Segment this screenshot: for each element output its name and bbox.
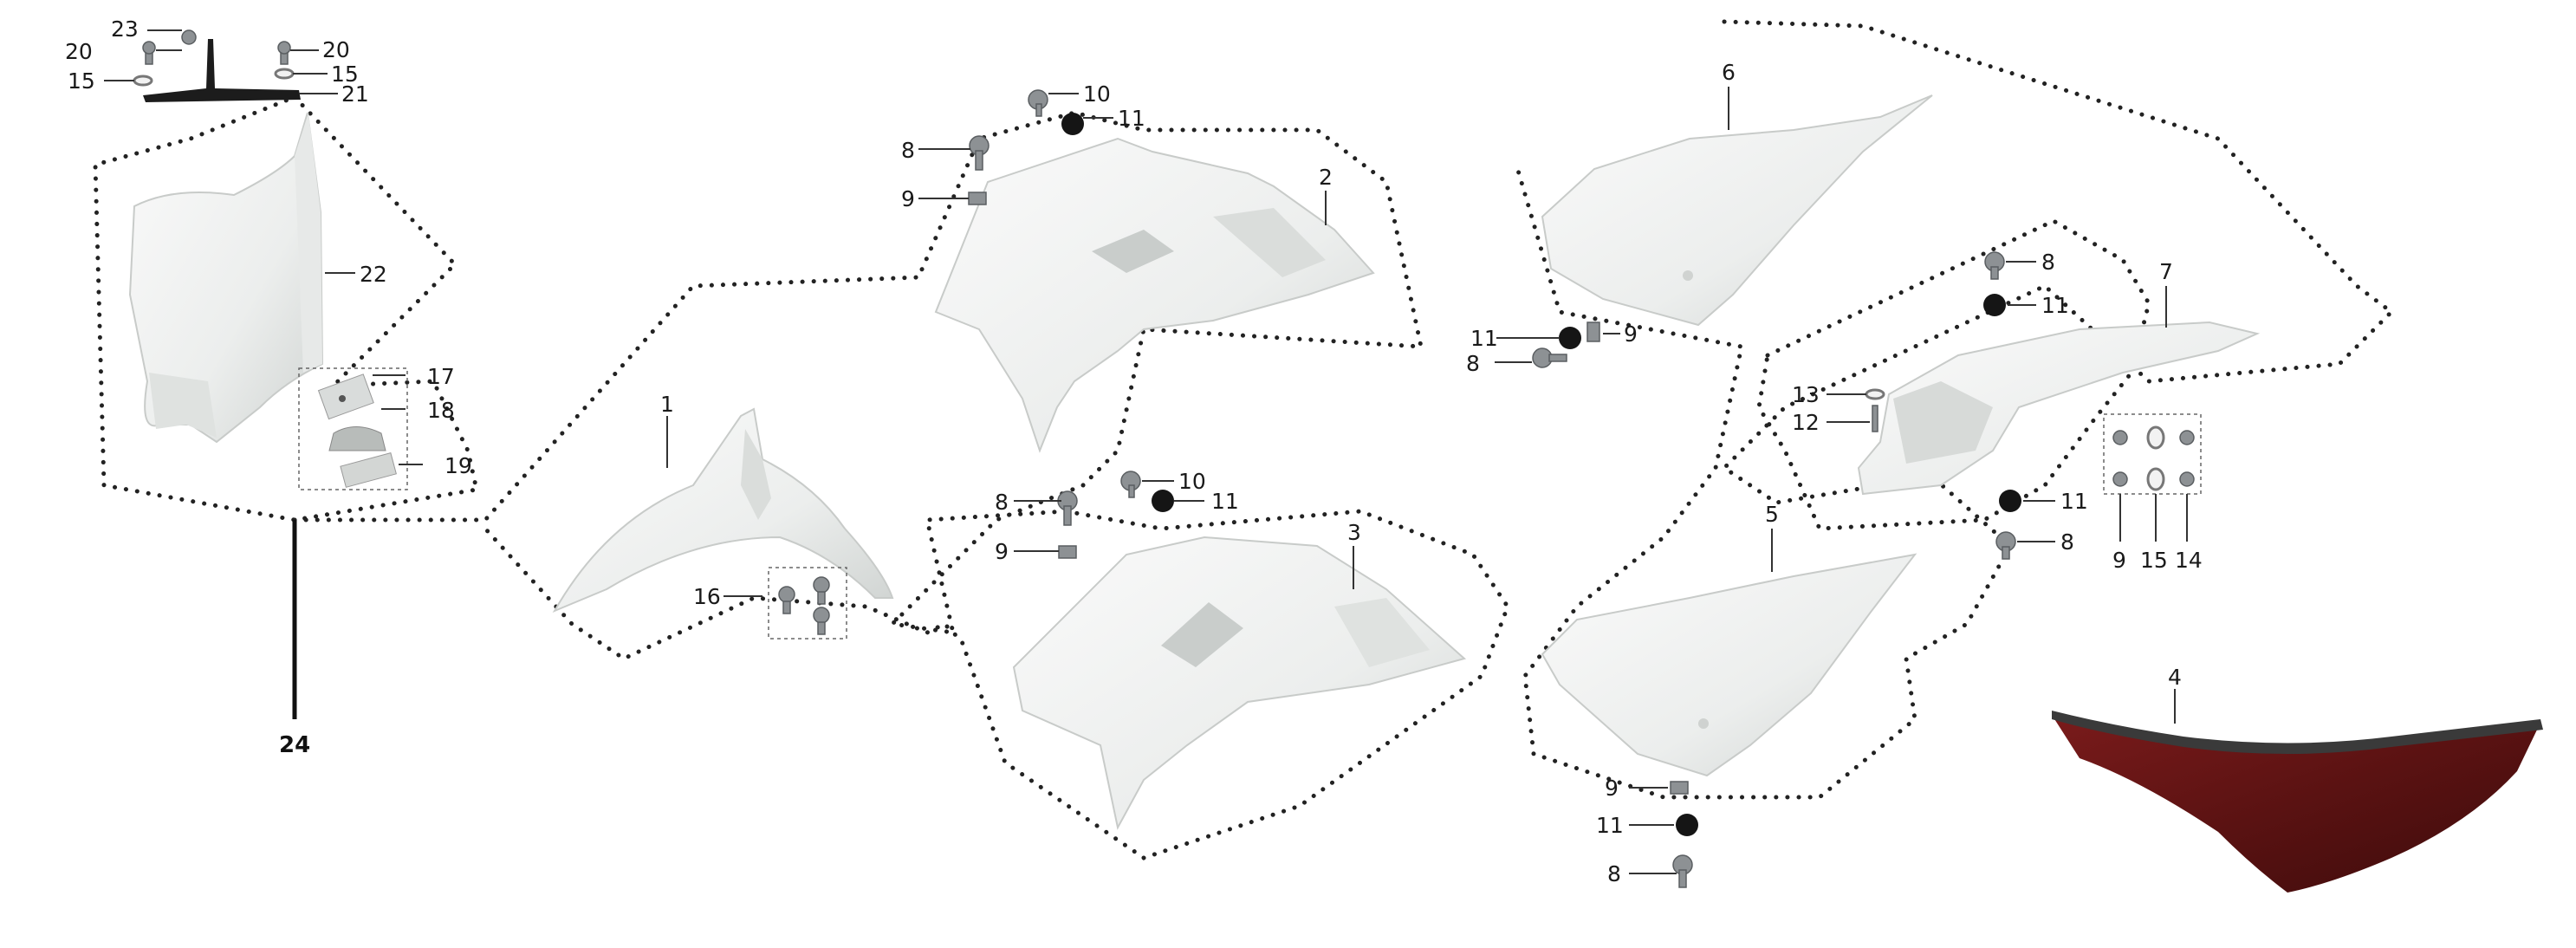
callout-9-rear-kit: 9 (2112, 548, 2126, 573)
group-outline-rear-fender (1756, 218, 2151, 531)
front-fender (552, 407, 894, 614)
callout-4: 4 (2168, 665, 2182, 690)
callout-labels: 23 20 20 15 15 21 22 17 18 19 24 1 16 10… (65, 16, 2203, 886)
washer-11-a (1061, 113, 1084, 135)
callout-8-upper: 8 (901, 138, 915, 163)
washer-11-b (1152, 490, 1174, 512)
plate-clamp-kit (298, 367, 408, 490)
group-outline-front-plate (93, 94, 480, 523)
callout-10-lower: 10 (1178, 469, 1206, 494)
callout-24: 24 (279, 732, 310, 758)
callout-21: 21 (341, 81, 369, 107)
callout-11-upper: 11 (1118, 106, 1145, 131)
callout-8-side-lower: 8 (1607, 861, 1621, 886)
washer-11-c (1559, 327, 1581, 349)
callout-16: 16 (693, 584, 721, 609)
callout-5: 5 (1765, 502, 1779, 527)
leader-lines (104, 29, 2188, 874)
callout-18: 18 (427, 398, 455, 423)
side-panel-upper (1541, 94, 1933, 327)
bolt-20-right (277, 41, 291, 65)
bolt-10-a (1028, 89, 1048, 117)
nut-9-a (968, 192, 987, 205)
washer-15-right (274, 68, 295, 80)
washer-15-left (133, 75, 153, 87)
side-panel-lower (1541, 553, 1917, 777)
callout-3: 3 (1347, 520, 1361, 545)
callout-11-rear-top: 11 (2041, 293, 2069, 318)
callout-10-upper: 10 (1083, 81, 1111, 107)
callout-15-rear-kit: 15 (2140, 548, 2168, 573)
nut-9-b (1058, 545, 1077, 559)
bolt-8-d (1672, 854, 1693, 888)
callout-2: 2 (1319, 165, 1333, 190)
callout-8-lower: 8 (995, 490, 1009, 515)
nut-9-d (1670, 781, 1689, 795)
callout-19: 19 (444, 453, 472, 478)
bolt-8-b (1057, 490, 1078, 526)
lower-shroud (1012, 536, 1467, 830)
washer-11-f (1999, 490, 2021, 512)
bolt-8-e (1984, 251, 2005, 280)
bolt-12 (1872, 405, 1878, 432)
hardware-side-panel-lower (1670, 781, 1698, 888)
callout-17: 17 (427, 364, 455, 389)
callout-11-rear-bottom: 11 (2060, 489, 2088, 514)
bolt-23 (181, 29, 197, 45)
callout-9-side-lower: 9 (1605, 776, 1619, 801)
callout-20-right: 20 (322, 37, 350, 62)
callout-9-lower: 9 (995, 539, 1009, 564)
callout-14: 14 (2175, 548, 2203, 573)
callout-9-upper: 9 (901, 186, 915, 211)
hardware-side-panel-upper (1532, 321, 1600, 368)
clamp-18 (328, 426, 386, 451)
callout-8-rear-top: 8 (2041, 250, 2055, 275)
nut-9-c (1586, 321, 1600, 342)
callout-20-left: 20 (65, 39, 93, 64)
bolt-8-a (969, 135, 990, 171)
callout-15-left: 15 (68, 68, 95, 94)
callout-13: 13 (1792, 382, 1820, 407)
bolt-8-c (1532, 347, 1567, 368)
callout-8-side-upper: 8 (1466, 351, 1480, 376)
hardware-rear-fender (1865, 251, 2202, 560)
callout-11-side-upper: 11 (1470, 326, 1498, 351)
seat (2052, 711, 2543, 893)
clamp-17 (317, 373, 374, 420)
callout-12: 12 (1792, 410, 1820, 435)
callout-7: 7 (2159, 259, 2173, 284)
washer-13 (1865, 388, 1885, 400)
nut-kit-9-15-14 (2112, 425, 2195, 491)
callout-6: 6 (1722, 60, 1736, 85)
clamp-19 (340, 452, 397, 488)
fender-bolt-kit-16 (768, 567, 847, 640)
callout-23: 23 (111, 16, 139, 42)
callout-11-lower: 11 (1211, 489, 1239, 514)
bolt-10-b (1120, 471, 1141, 498)
rear-fender (1857, 321, 2261, 496)
bolt-8-f (1995, 531, 2016, 560)
bolt-20-left (142, 41, 156, 65)
number-plate (128, 112, 324, 444)
washer-11-e (1983, 294, 2006, 316)
callout-9-side-upper: 9 (1624, 321, 1638, 347)
callout-15-right: 15 (331, 62, 359, 87)
washer-11-d (1676, 814, 1698, 836)
plate-bracket-hardware (133, 29, 301, 102)
callout-22: 22 (360, 262, 387, 287)
group-outline-side-panels (1514, 19, 2395, 800)
callout-8-rear-bottom: 8 (2060, 529, 2074, 555)
bracket-21 (143, 39, 301, 102)
callout-11-side-lower: 11 (1596, 813, 1624, 838)
callout-1: 1 (660, 392, 674, 417)
group-outline-fender-shrouds (292, 110, 1510, 860)
upper-shroud (934, 137, 1375, 453)
